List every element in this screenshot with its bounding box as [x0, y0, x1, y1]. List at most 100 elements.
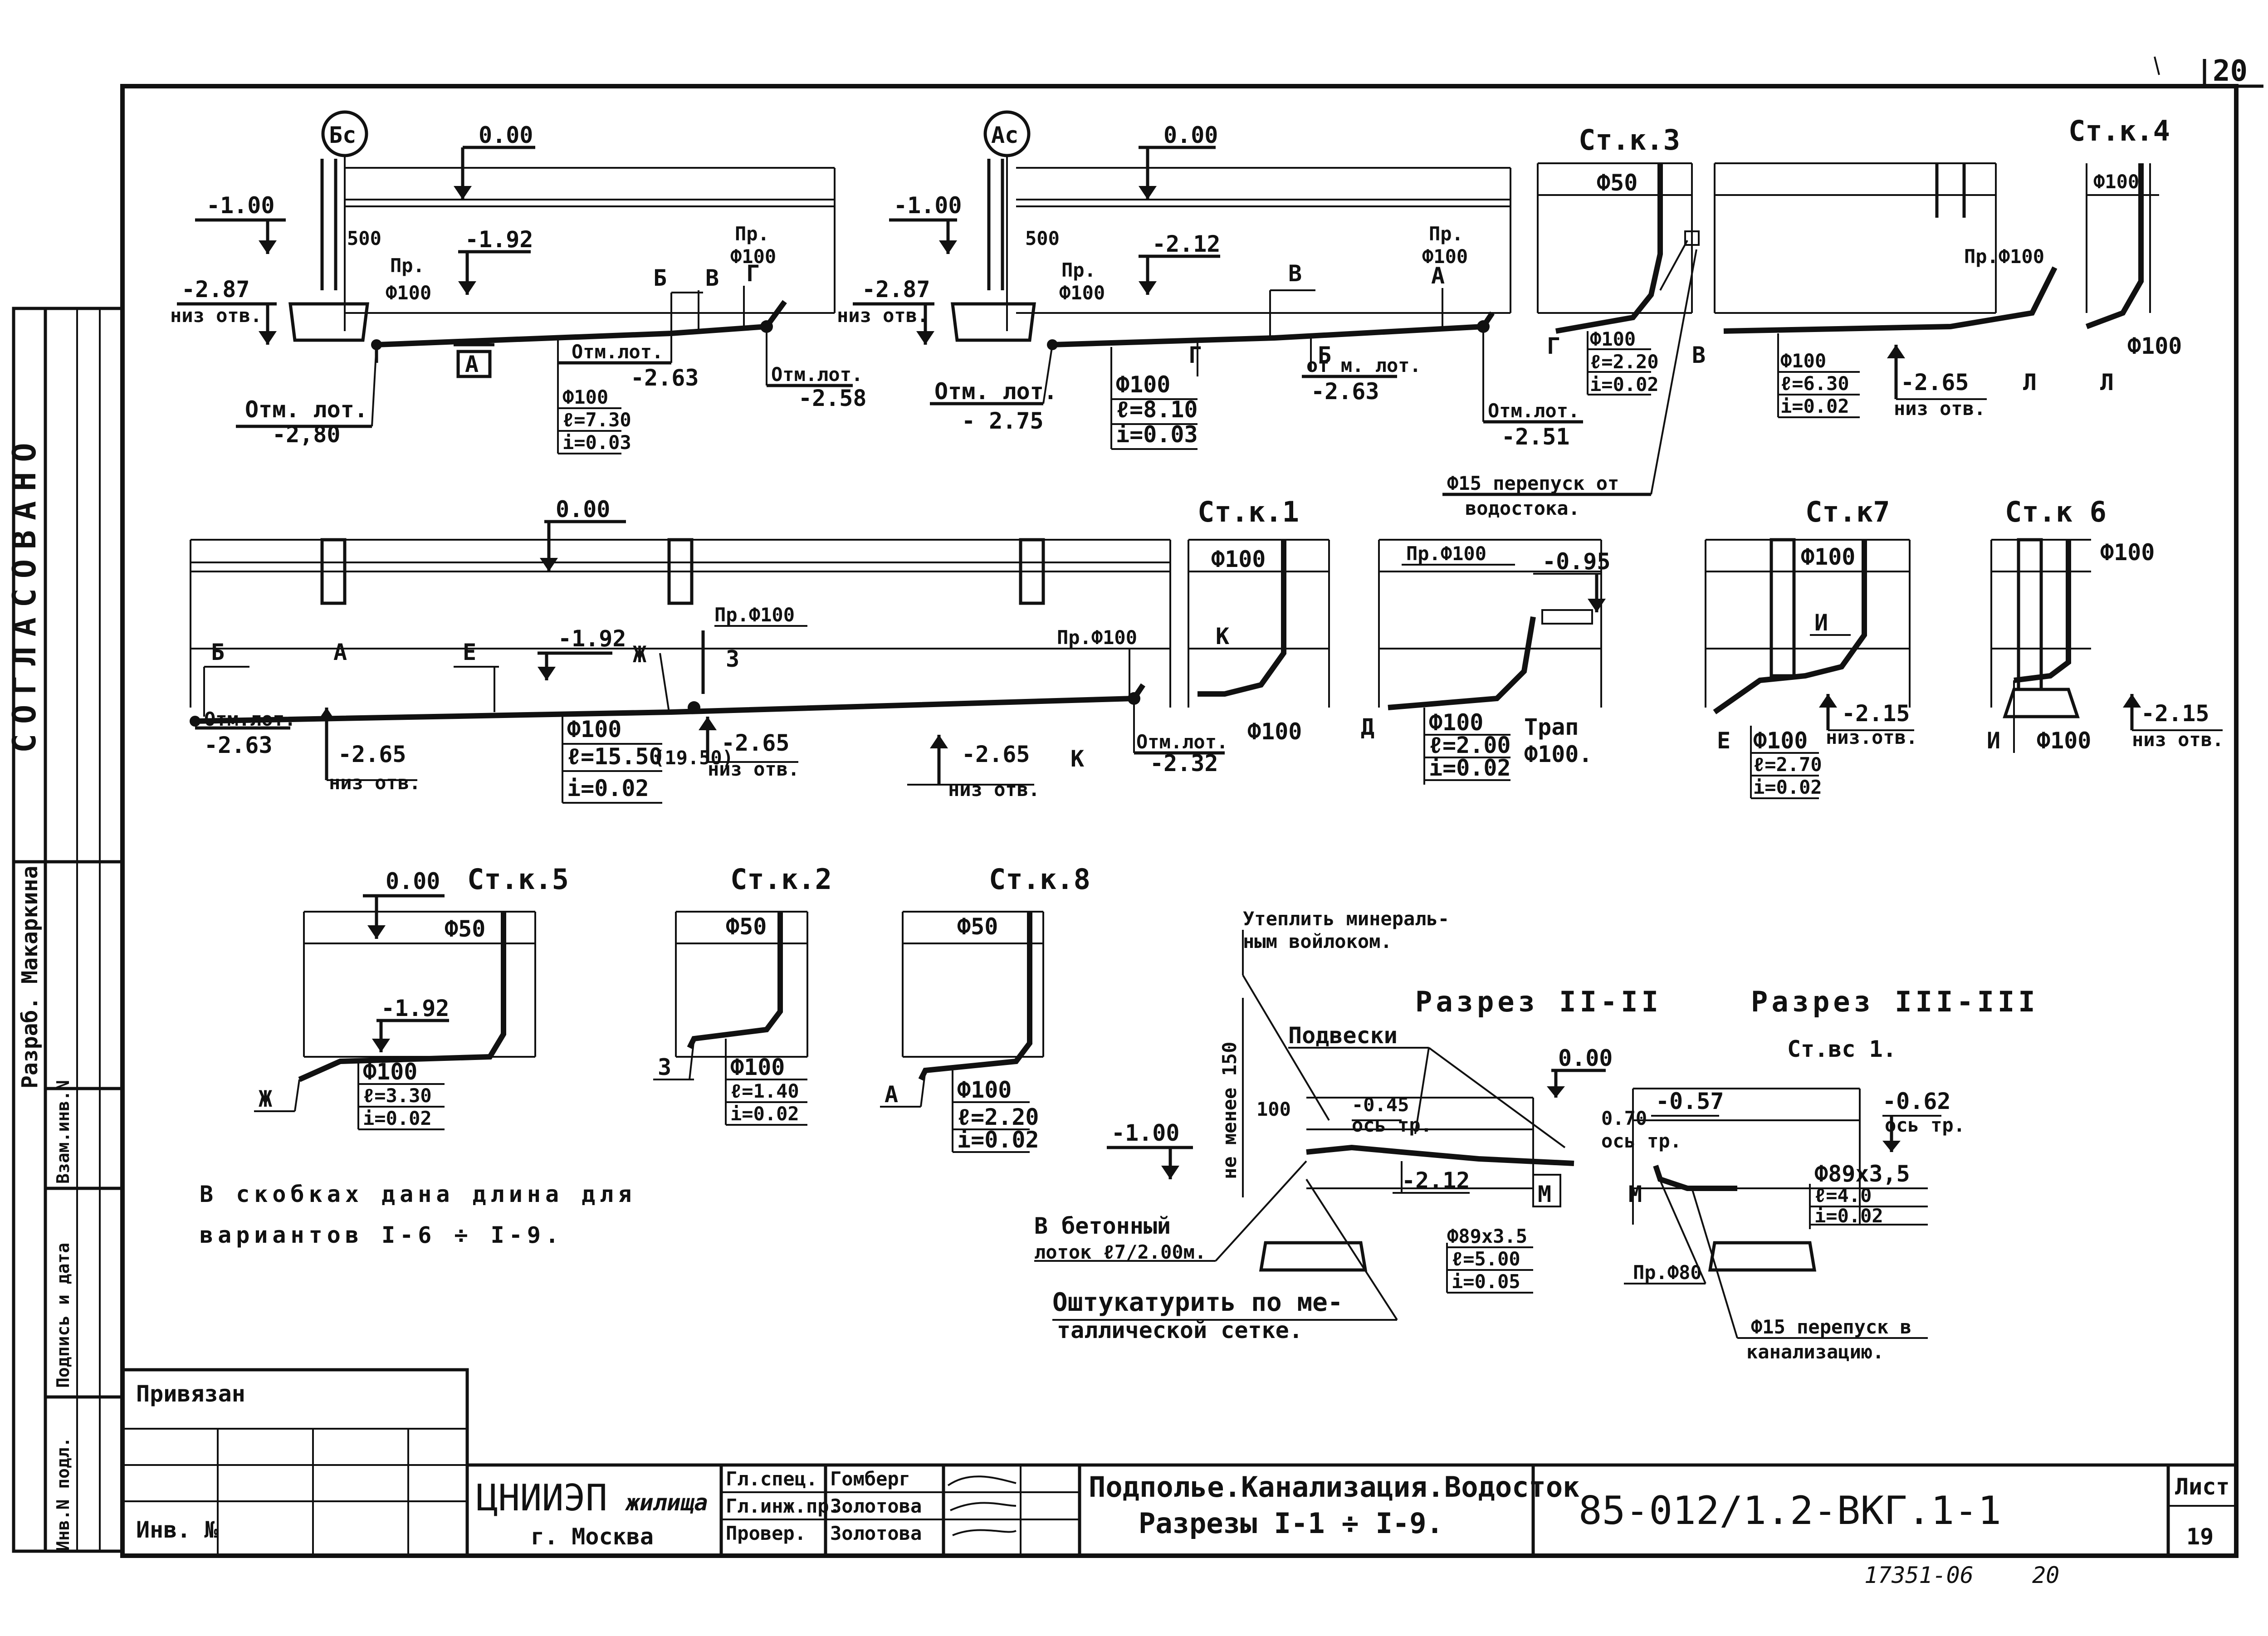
tray-right-value: -2.32	[1150, 750, 1218, 776]
tray-note: В бетонный	[1034, 1213, 1171, 1239]
pr-left-d: Ф100	[1059, 282, 1105, 304]
level-a-note: 0.70	[1601, 1107, 1647, 1129]
dim-500: 500	[347, 227, 381, 249]
letter-zh: Ж	[633, 641, 646, 668]
riser-trap: Пр.Ф100 -0.95 Д Ф100 ℓ=2.00 i=0.02 Трап …	[1361, 539, 1611, 785]
riser-pipe	[1198, 540, 1286, 697]
tray-right-title: Отм.лот.	[1488, 400, 1579, 422]
riser-i: i=0.02	[957, 1127, 1039, 1153]
riser-d: Ф100	[363, 1059, 417, 1085]
riser-level-note: низ.отв.	[1826, 726, 1917, 748]
level-left: -1.00	[1111, 1120, 1180, 1146]
riser-pipe	[2014, 540, 2071, 683]
pr-left-d: Ф100	[386, 282, 431, 304]
hole-level: -2.87	[181, 276, 250, 303]
letter-i: И	[1987, 728, 2000, 754]
letter-g: Г	[1188, 342, 1202, 368]
level-b-note: ось тр.	[1885, 1114, 1965, 1136]
archive-number: 17351-06	[1864, 1562, 1974, 1588]
hole-2: -2.65	[721, 730, 790, 756]
section-long: 0.00 -1.92 Б А Е Ж З Пр.Ф100 Пр.Ф100 Отм…	[190, 496, 1228, 804]
tray-mid-title: Отм.лот.	[572, 341, 663, 363]
note-line-2: вариантов I-6 ÷ I-9.	[200, 1222, 563, 1248]
letter-d: Д	[1361, 714, 1374, 740]
name-2: Золотова	[830, 1495, 922, 1517]
riser-d: Ф100	[2037, 728, 2091, 754]
riser-d: Ф100	[1753, 728, 1808, 754]
riser-stk1: Ст.к.1 Ф100 К Ф100	[1188, 495, 1330, 745]
riser-stk3: Ст.к.3 Ф50 Г В Ф100 ℓ=2.20 i=0.02 Ф15 пе…	[1442, 123, 1706, 519]
level-a: -0.57	[1656, 1088, 1724, 1114]
riser-i: i=0.02	[730, 1103, 799, 1125]
hole-1: -2.65	[338, 741, 406, 767]
riser-level: -2.65	[1901, 369, 1969, 396]
tray-left-title: Отм. лот.	[934, 378, 1057, 405]
section-r2: Разрез II-II Утеплить минераль- ным войл…	[1034, 908, 1817, 1343]
riser-level: -1.92	[381, 995, 450, 1021]
developer-label: Разраб. Макаркина	[17, 866, 43, 1089]
pipe-d: Ф89х3.5	[1447, 1225, 1527, 1247]
trap-pipe	[1388, 616, 1536, 710]
tray-note-2: лоток ℓ7/2.00м.	[1034, 1241, 1206, 1263]
letter-z: З	[726, 646, 739, 672]
letter-a: А	[885, 1081, 898, 1108]
org-name: ЦНИИЭП	[476, 1477, 607, 1519]
pipe-l: ℓ=5.00	[1452, 1248, 1520, 1270]
hole-level: -2.87	[862, 276, 930, 303]
letter-g: Г	[746, 260, 760, 287]
axis-label: Бс	[329, 122, 356, 148]
riser-i: i=0.02	[363, 1107, 432, 1129]
level-left: -1.00	[206, 192, 275, 219]
level-zero: 0.00	[556, 496, 610, 523]
pipe-length-alt: (19.50)	[653, 747, 733, 769]
riser-d-top: Ф50	[957, 913, 998, 940]
drawing-code: 85-012/1.2-ВКГ.1-1	[1579, 1488, 2001, 1533]
section-title: Разрез II-II	[1415, 985, 1662, 1018]
archive-page: 20	[2032, 1562, 2059, 1588]
section-r3: Разрез III-III Ст.вс 1. -0.57 0.70 ось т…	[1601, 985, 2035, 1363]
pr-left: Пр.	[390, 254, 425, 277]
name-3: Золотова	[830, 1522, 922, 1544]
riser-pipe	[1713, 540, 1867, 714]
riser-d-top: Ф50	[445, 916, 485, 942]
riser-level-note: низ отв.	[1894, 397, 1985, 420]
level-zero: 0.00	[1163, 122, 1218, 148]
insulate-note-2: ным войлоком.	[1243, 930, 1392, 952]
main-pipe	[195, 683, 1145, 724]
riser-level: -2.15	[2141, 700, 2209, 727]
tray-left-value: -2,80	[272, 421, 341, 448]
letter-e: Е	[1717, 728, 1730, 754]
letter-k: К	[1070, 746, 1084, 772]
riser-pr: Пр.Ф100	[1964, 245, 2044, 268]
tray-mid-value: -2.63	[1311, 378, 1379, 405]
riser-stk4: Ст.к.4 Ф100 Пр.Ф100 Ф100 ℓ=6.30 i=0.02 -…	[1714, 114, 2182, 420]
letter-v: В	[705, 265, 719, 291]
sewer-pipe	[376, 300, 787, 347]
riser-title: Ст.к.3	[1579, 123, 1680, 156]
pipe-i: i=0.02	[1814, 1205, 1883, 1227]
pr-right-d: Ф100	[1422, 245, 1468, 268]
riser-title: Ст.к.5	[467, 863, 569, 896]
role-3: Провер.	[726, 1522, 806, 1544]
section-as: Ас 0.00 -1.00 -2.12 -2.87 низ отв. 500 П…	[837, 110, 1583, 450]
sheet-label: Лист	[2175, 1474, 2229, 1500]
pr-2: Пр.Ф100	[1057, 626, 1137, 649]
level-mid: -1.92	[465, 226, 533, 253]
level-b: -0.62	[1882, 1088, 1951, 1114]
inv-orig-label: Инв.N подл.	[53, 1437, 73, 1551]
riser-d: Ф100	[957, 1077, 1012, 1103]
note-line-1: В скобках дана длина для	[200, 1181, 636, 1207]
axis-label: Ас	[991, 122, 1018, 148]
axis-note: ось тр.	[1601, 1130, 1681, 1152]
riser-l: ℓ=2.70	[1753, 753, 1822, 776]
letter-b: Б	[653, 265, 667, 291]
inv-label: Инв. №	[136, 1517, 218, 1543]
riser-level-note: низ отв.	[2132, 728, 2224, 751]
riser-d-top: Ф50	[1597, 170, 1637, 196]
overflow-note-2: водостока.	[1465, 497, 1580, 519]
riser-level: -2.15	[1842, 700, 1910, 727]
trap-pr: Пр.Ф100	[1406, 542, 1486, 565]
pipe-diameter: Ф100	[562, 386, 608, 408]
riser-stk5: Ст.к.5 0.00 Ф50 -1.92 Ж Ф100 ℓ=3.30 i=0.…	[254, 863, 569, 1130]
